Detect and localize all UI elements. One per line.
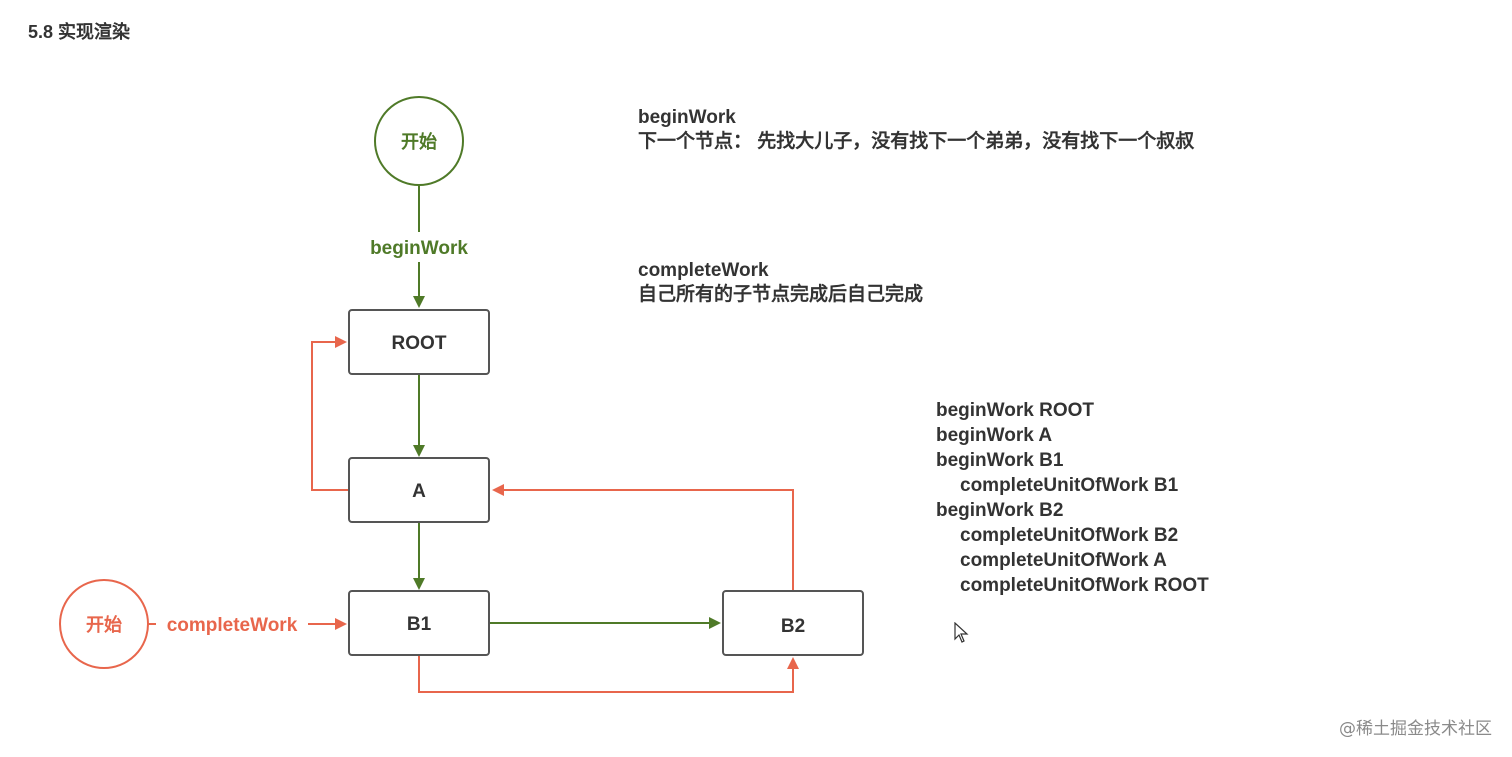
trace-line: completeUnitOfWork A [960, 550, 1167, 571]
watermark: @稀土掘金技术社区 [1339, 719, 1492, 739]
node-a [348, 457, 490, 523]
node-b2 [722, 590, 864, 656]
execution-trace: beginWork ROOT beginWork A beginWork B1 … [936, 398, 1209, 598]
edge-a-to-root-return [311, 336, 349, 491]
note-beginwork-desc: 下一个节点： 先找大儿子，没有找下一个弟弟，没有找下一个叔叔 [638, 131, 1195, 152]
note-completework: completeWork 自己所有的子节点完成后自己完成 [638, 259, 923, 307]
section-title: 5.8 实现渲染 [28, 22, 131, 42]
mouse-cursor-icon [954, 622, 969, 643]
node-b1-label: B1 [407, 614, 432, 635]
node-a-label: A [412, 481, 426, 502]
note-completework-title: completeWork [638, 260, 769, 281]
edge-label-completework: completeWork [167, 615, 298, 636]
start-node-begin [374, 96, 464, 186]
trace-line: completeUnitOfWork B2 [960, 525, 1179, 546]
note-beginwork-title: beginWork [638, 107, 736, 128]
trace-line: beginWork B1 [936, 450, 1064, 471]
trace-line: completeUnitOfWork B1 [960, 475, 1179, 496]
fiber-traversal-diagram: 开始 开始 beginWork completeWork ROOT A B1 B… [59, 96, 864, 693]
note-beginwork: beginWork 下一个节点： 先找大儿子，没有找下一个弟弟，没有找下一个叔叔 [638, 106, 1194, 154]
node-root-label: ROOT [392, 333, 447, 354]
node-b1 [348, 590, 490, 656]
trace-line: completeUnitOfWork ROOT [960, 575, 1209, 596]
trace-line: beginWork B2 [936, 500, 1064, 521]
start-node-complete-label: 开始 [86, 614, 122, 636]
start-node-begin-label: 开始 [401, 131, 437, 153]
edge-label-beginwork: beginWork [370, 238, 468, 259]
node-root [348, 309, 490, 375]
note-completework-desc: 自己所有的子节点完成后自己完成 [638, 284, 924, 305]
node-b2-label: B2 [781, 616, 805, 637]
trace-line: beginWork A [936, 425, 1053, 446]
edge-b2-to-a-return [492, 484, 794, 590]
start-node-complete [59, 579, 149, 669]
edge-b1-to-b2-return [418, 655, 799, 693]
trace-line: beginWork ROOT [936, 400, 1094, 421]
